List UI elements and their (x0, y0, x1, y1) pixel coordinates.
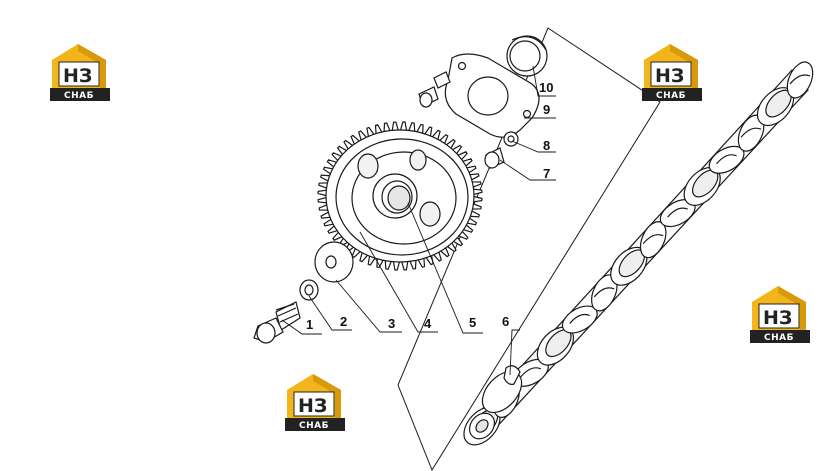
callout-1: 1 (306, 317, 313, 332)
svg-text:СНАБ: СНАБ (299, 421, 329, 431)
thrust-washer-part-3 (314, 241, 354, 283)
camshaft-lobe-edge (667, 207, 688, 218)
svg-text:СНАБ: СНАБ (64, 91, 94, 101)
woodruff-key-part-5 (503, 365, 521, 385)
camshaft-lobe-edge (593, 287, 615, 298)
callout-5: 5 (469, 315, 476, 330)
callout-6: 6 (502, 314, 509, 329)
callout-2: 2 (340, 314, 347, 329)
svg-text:НЗ: НЗ (655, 65, 684, 87)
camshaft-lobe-edge (740, 127, 762, 138)
thrust-plate-part-9 (444, 53, 540, 138)
callout-7: 7 (543, 166, 550, 181)
callout-10: 10 (539, 80, 553, 95)
svg-text:НЗ: НЗ (63, 65, 92, 87)
camshaft-lobe (786, 61, 814, 99)
brand-logo-top-right: НЗ СНАБ (641, 43, 703, 102)
callout-9: 9 (543, 102, 550, 117)
camshaft-lobe-edge (520, 367, 542, 378)
cam-gear (317, 121, 483, 271)
callout-3: 3 (388, 316, 395, 331)
svg-text:СНАБ: СНАБ (764, 333, 794, 343)
leader-lines (281, 65, 556, 376)
camshaft-nose-bore (475, 419, 489, 433)
brand-logo-top-left: НЗ СНАБ (49, 43, 111, 102)
lock-washer-part-2 (299, 279, 319, 301)
brand-logo-bottom-left: НЗ СНАБ (284, 373, 346, 432)
callout-4: 4 (424, 316, 432, 331)
callout-labels: 1 2 3 4 5 6 7 8 9 10 (306, 80, 553, 332)
camshaft-lobe-edge (642, 234, 664, 245)
svg-text:НЗ: НЗ (298, 395, 327, 417)
camshaft (463, 61, 814, 446)
camshaft-lobe-edge (789, 74, 811, 85)
brand-logo-middle-right: НЗ СНАБ (749, 285, 811, 344)
camshaft-lobe-edge (569, 313, 591, 324)
washer-part-8 (503, 131, 519, 147)
svg-text:НЗ: НЗ (763, 307, 792, 329)
svg-text:СНАБ: СНАБ (656, 91, 686, 101)
callout-8: 8 (543, 138, 550, 153)
seal-ring-part-10 (506, 35, 548, 77)
camshaft-lobe-edge (716, 154, 737, 165)
plate-bolt-part-7 (418, 71, 505, 169)
bolt-part-1 (253, 301, 301, 344)
assembly-frame (397, 27, 661, 471)
